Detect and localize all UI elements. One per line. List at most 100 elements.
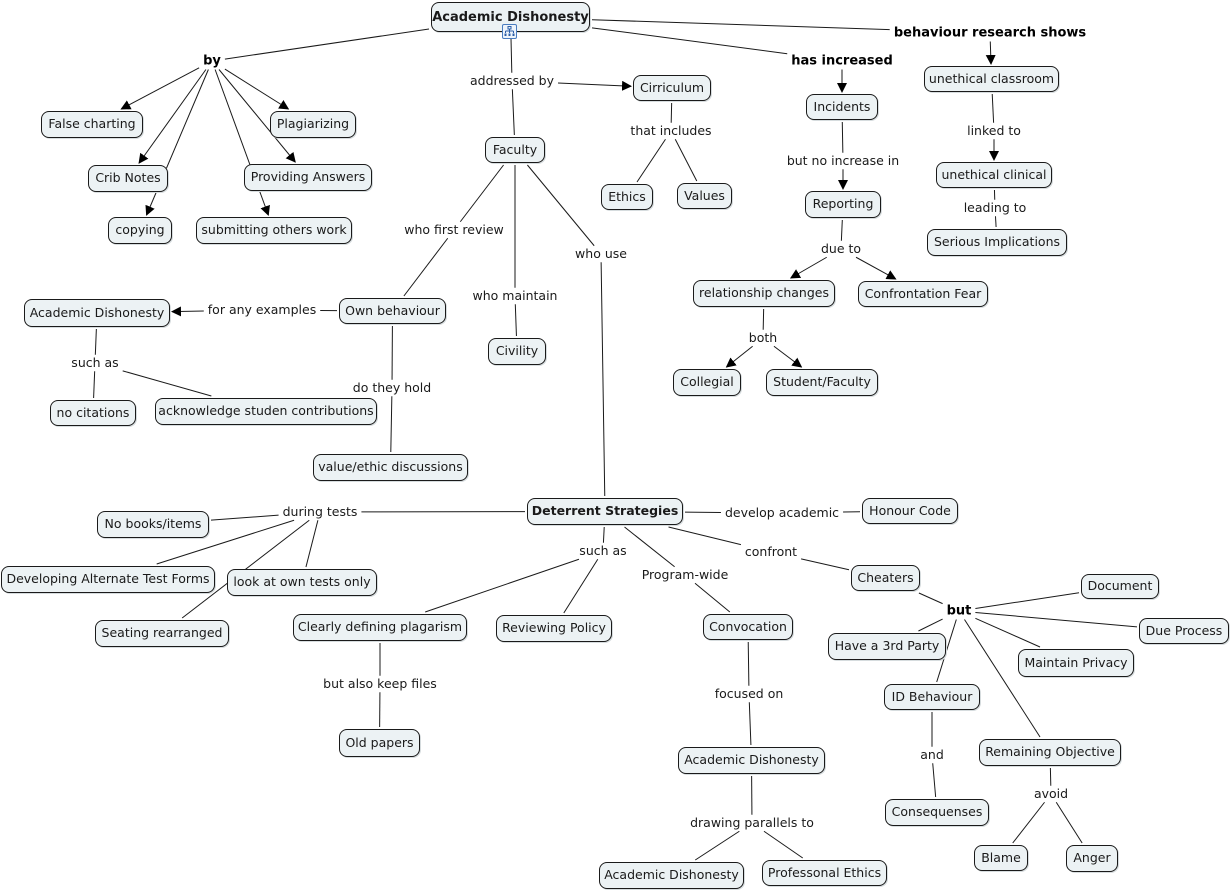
concept-clearly-defining-plagarism[interactable]: Clearly defining plagarism [293,614,467,641]
concept-false-charting[interactable]: False charting [41,111,143,138]
concept-no-citations[interactable]: no citations [50,400,136,426]
connection-lp_addressed_by-to-cirriculum [558,80,632,91]
link-phrase-do-they-hold[interactable]: do they hold [350,379,434,395]
concept-remaining-objective[interactable]: Remaining Objective [979,739,1121,766]
link-phrase-such-as[interactable]: such as [69,354,121,370]
concept-anger[interactable]: Anger [1066,845,1118,872]
link-phrase-such-as[interactable]: such as [577,542,629,558]
link-phrase-for-any-examples[interactable]: for any examples [205,301,319,317]
concept-unethical-classroom[interactable]: unethical classroom [924,66,1059,92]
concept-maintain-privacy[interactable]: Maintain Privacy [1018,649,1134,677]
concept-academic-dishonesty-parallel[interactable]: Academic Dishonesty [599,862,744,889]
connection-lp_who_first_review-to-own_behaviour [403,237,449,297]
concept-civility[interactable]: Civility [488,338,546,365]
concept-unethical-clinical[interactable]: unethical clinical [936,162,1052,188]
concept-value-ethic-discussions[interactable]: value/ethic discussions [313,454,468,481]
concept-submitting-others-work[interactable]: submitting others work [196,217,352,244]
connection-lp_such_as_1-to-no_citations [93,371,96,399]
concept-faculty[interactable]: Faculty [485,137,545,163]
connection-convocation-to-lp_focused_on [747,641,750,686]
concept-convocation[interactable]: Convocation [703,614,793,640]
concept-academic-dishonesty-examples[interactable]: Academic Dishonesty [24,299,170,327]
concept-copying[interactable]: copying [108,217,172,244]
link-phrase-who-use[interactable]: who use [573,245,629,261]
hierarchy-map-icon[interactable] [502,24,517,39]
link-phrase-both[interactable]: both [746,329,780,345]
concept-relationship-changes[interactable]: relationship changes [693,280,835,307]
connection-lp_during_tests-to-no_books [210,514,279,521]
connection-lp_but-to-remaining_objective [964,619,1041,738]
concept-reviewing-policy[interactable]: Reviewing Policy [496,615,612,642]
link-phrase-who-maintain[interactable]: who maintain [470,287,560,303]
connection-lp_but-to-maintain_privacy [975,617,1041,648]
connection-lp_avoid-to-anger [1055,801,1083,844]
link-phrase-behaviour-research-shows[interactable]: behaviour research shows [891,25,1089,41]
connection-lp_focused_on-to-ad_focus [748,702,752,746]
concept-own-behaviour[interactable]: Own behaviour [339,298,446,324]
concept-acknowledge-student-contributions[interactable]: acknowledge studen contributions [155,398,377,425]
concept-id-behaviour[interactable]: ID Behaviour [884,684,980,710]
concept-document[interactable]: Document [1081,574,1159,599]
link-phrase-and[interactable]: and [918,746,946,762]
link-phrase-but[interactable]: but [944,603,974,619]
connection-lp_during_tests-to-alt_forms [156,519,295,565]
concept-developing-alternate-test-forms[interactable]: Developing Alternate Test Forms [1,566,215,593]
connection-lp_by-to-plagiarizing [224,68,290,110]
concept-cheaters[interactable]: Cheaters [851,565,920,591]
concept-providing-answers[interactable]: Providing Answers [244,164,372,191]
link-phrase-by[interactable]: by [201,53,223,69]
concept-confrontation-fear[interactable]: Confrontation Fear [858,281,988,307]
link-phrase-has-increased[interactable]: has increased [789,53,895,69]
link-phrase-due-to[interactable]: due to [818,240,864,256]
concept-seating-rearranged[interactable]: Seating rearranged [95,620,229,647]
link-phrase-program-wide[interactable]: Program-wide [639,566,731,582]
concept-professional-ethics[interactable]: Professonal Ethics [762,860,887,886]
concept-honour-code[interactable]: Honour Code [862,498,958,524]
connection-deterrent-to-lp_confront [668,526,742,546]
concept-look-at-own-tests-only[interactable]: look at own tests only [227,569,377,596]
concept-academic-dishonesty-focus[interactable]: Academic Dishonesty [678,747,825,774]
connection-incidents-to-lp_but_no_increase [841,121,844,153]
concept-reporting[interactable]: Reporting [805,191,881,218]
concept-due-process[interactable]: Due Process [1139,618,1229,644]
link-phrase-avoid[interactable]: avoid [1031,785,1071,801]
link-phrase-during-tests[interactable]: during tests [280,503,360,519]
connection-lp_such_as_2-to-clearly_defining [425,558,580,613]
concept-collegial[interactable]: Collegial [673,369,741,396]
connection-root-to-lp_by [224,28,430,60]
link-phrase-but-no-increase-in[interactable]: but no increase in [784,152,902,168]
concept-student-faculty[interactable]: Student/Faculty [766,369,878,396]
link-phrase-confront[interactable]: confront [742,543,800,559]
connection-deterrent-to-lp_such_as_2 [602,526,605,543]
concept-deterrent-strategies[interactable]: Deterrent Strategies [527,498,683,525]
concept-consequenses[interactable]: Consequenses [885,799,989,826]
link-phrase-leading-to[interactable]: leading to [961,199,1029,215]
concept-incidents[interactable]: Incidents [806,94,878,120]
link-phrase-linked-to[interactable]: linked to [965,122,1023,138]
link-phrase-but-also-keep-files[interactable]: but also keep files [321,675,439,691]
link-phrase-who-first-review[interactable]: who first review [402,221,506,237]
concept-cirriculum[interactable]: Cirriculum [633,75,711,101]
concept-blame[interactable]: Blame [974,845,1028,871]
concept-serious-implications[interactable]: Serious Implications [927,229,1067,256]
link-phrase-focused-on[interactable]: focused on [712,685,786,701]
link-phrase-addressed-by[interactable]: addressed by [467,72,557,88]
connection-lp_by-to-providing_answers [218,69,296,163]
concept-old-papers[interactable]: Old papers [339,729,420,757]
concept-have-a-3rd-party[interactable]: Have a 3rd Party [828,633,946,660]
connection-faculty-to-lp_who_use [527,164,595,247]
concept-crib-notes[interactable]: Crib Notes [88,165,168,192]
concept-ethics[interactable]: Ethics [601,184,653,210]
concept-plagiarizing[interactable]: Plagiarizing [270,111,356,138]
connection-lp_who_maintain-to-civility [514,304,517,337]
connection-lp_but-to-third_party [918,618,943,632]
link-phrase-that-includes[interactable]: that includes [628,122,714,138]
concept-values[interactable]: Values [677,183,732,209]
concept-no-books-items[interactable]: No books/items [97,511,209,538]
connection-lp_program_wide-to-convocation [694,582,731,613]
connection-lp_but-to-id_behaviour [936,619,957,683]
link-phrase-drawing-parallels-to[interactable]: drawing parallels to [688,814,816,830]
connection-root-to-lp_behaviour_research [591,19,890,31]
link-phrase-develop-academic[interactable]: develop academic [722,504,842,520]
